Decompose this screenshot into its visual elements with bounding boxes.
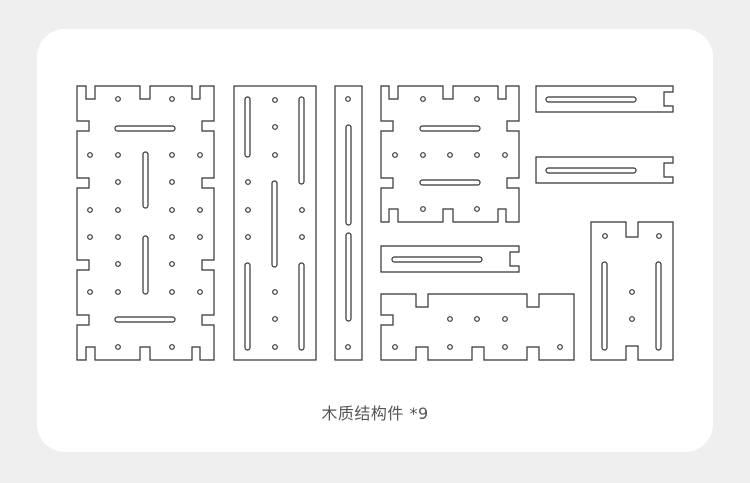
wood-part-slot-bar-1 — [535, 85, 674, 113]
wood-part-large-plate — [76, 85, 215, 361]
wood-part-short-slot-bar — [380, 245, 520, 273]
wood-part-base-plate — [380, 293, 575, 361]
wood-part-side-panel — [590, 221, 674, 361]
wood-part-narrow-strip — [334, 85, 363, 361]
wood-part-slot-bar-2 — [535, 156, 674, 184]
wood-part-tall-panel — [233, 85, 317, 361]
wood-part-medium-plate — [380, 85, 520, 223]
product-caption: 木质结构件 *9 — [321, 404, 429, 423]
